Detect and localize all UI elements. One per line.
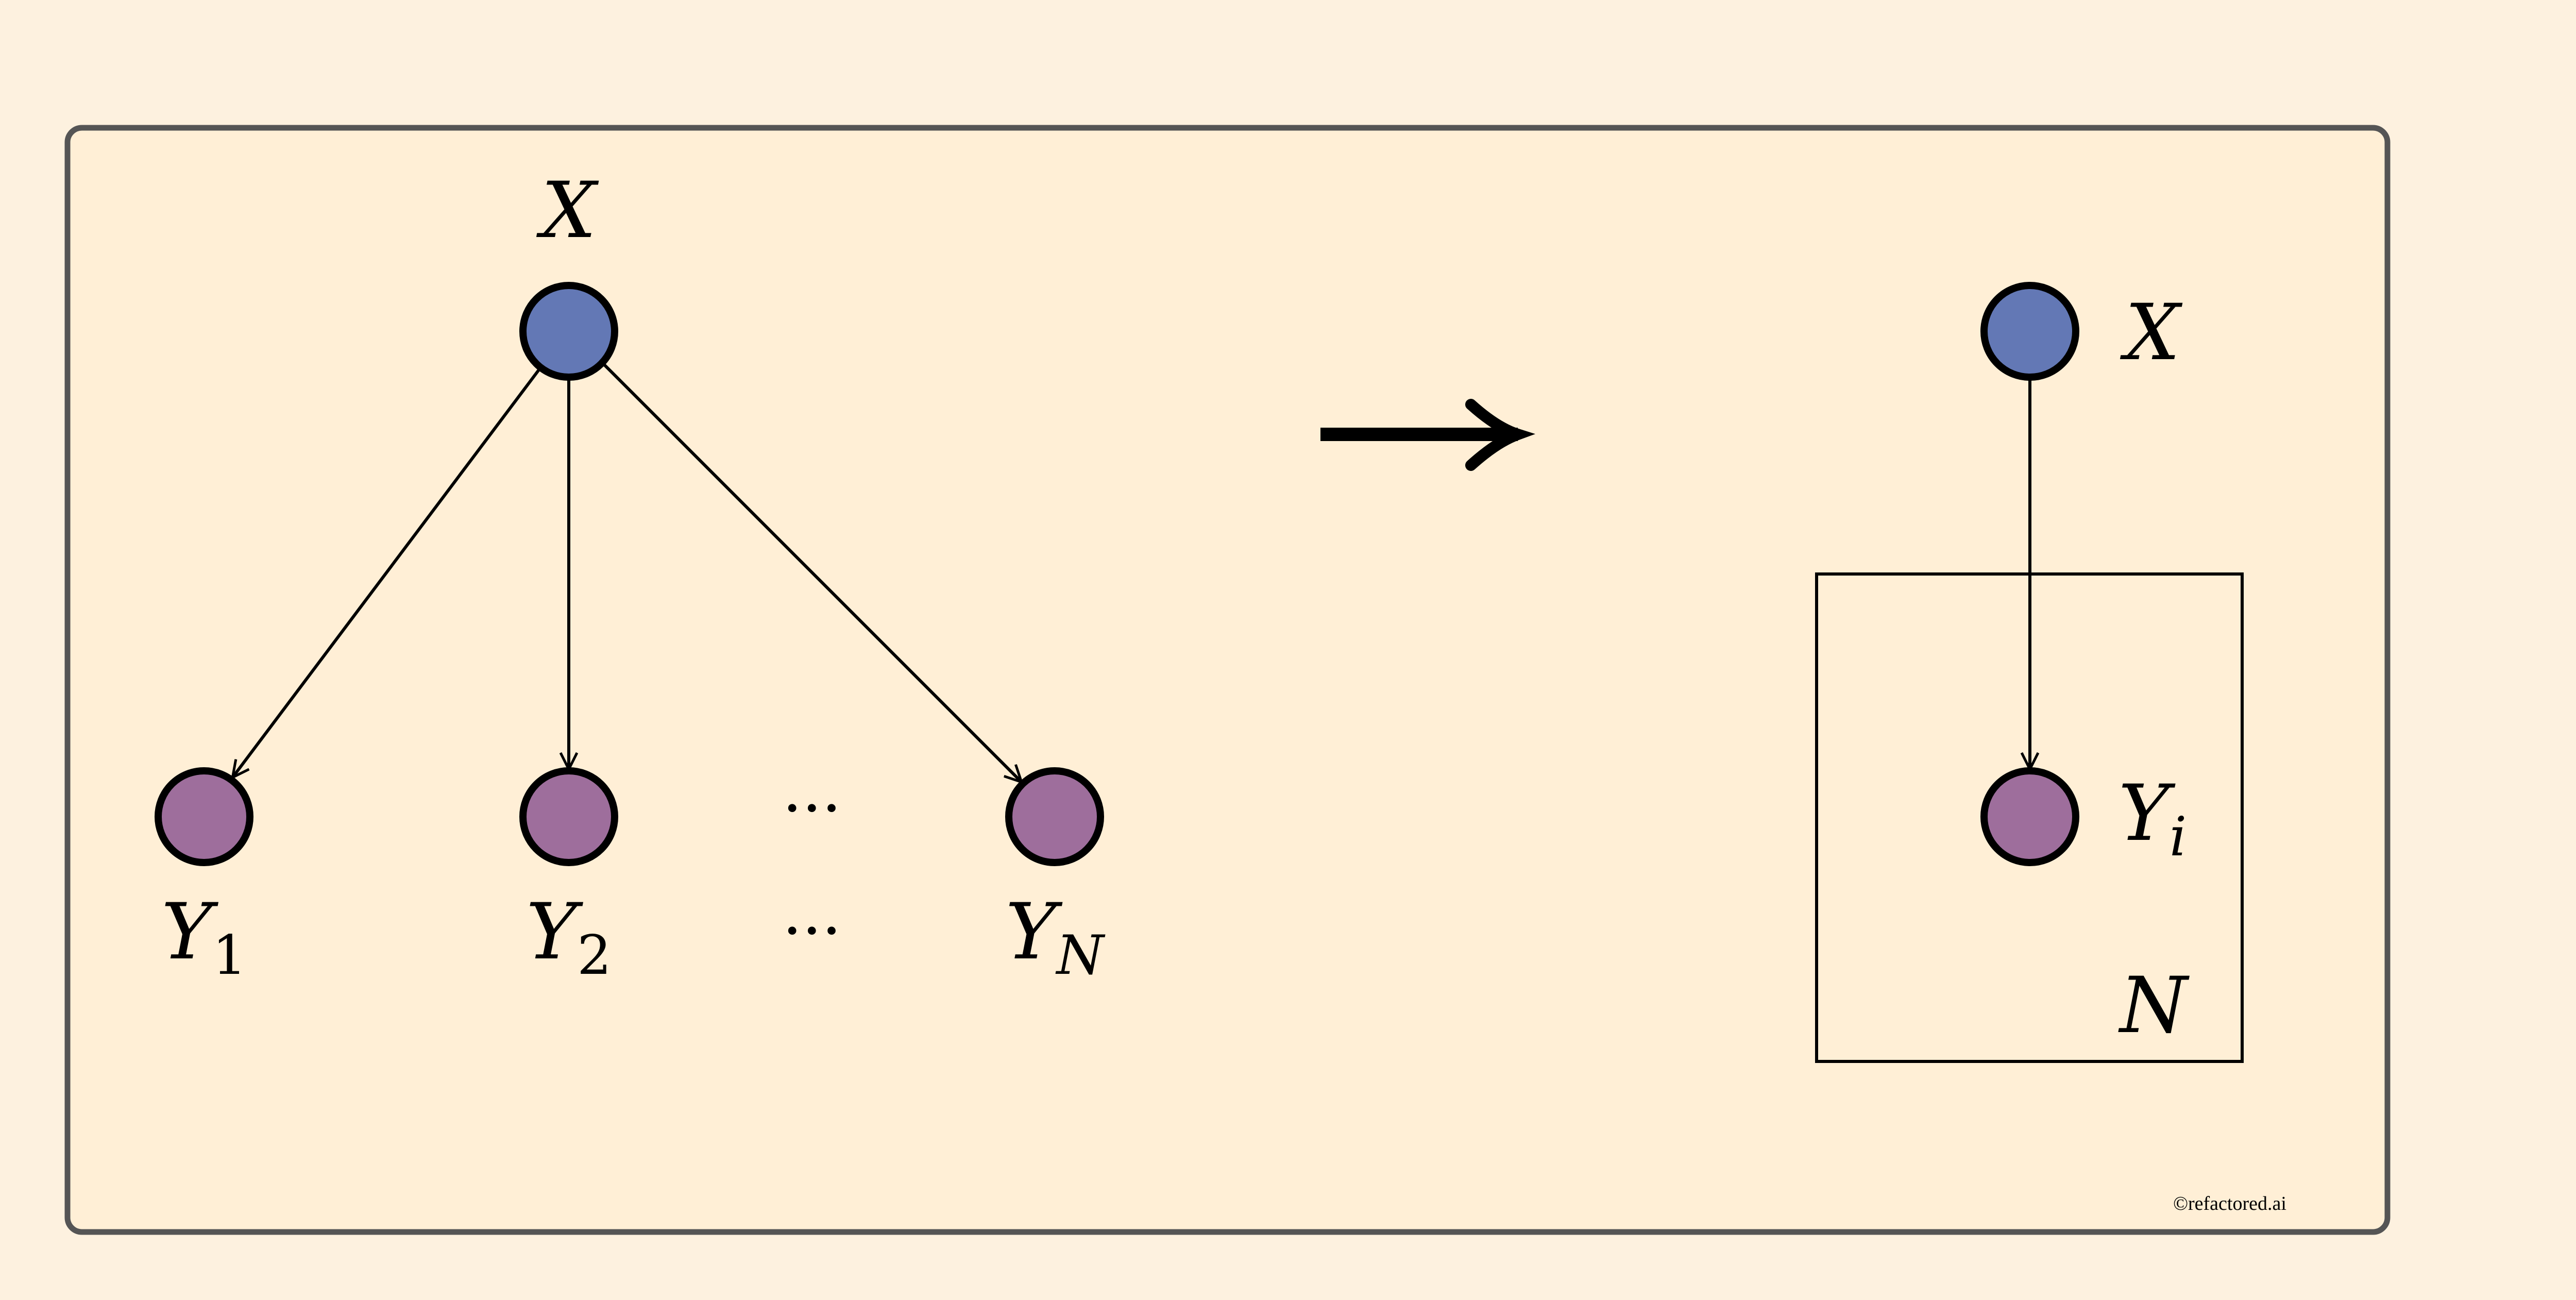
edge-x-to-y1 <box>233 367 541 777</box>
node-y2 <box>519 767 618 866</box>
label-yi: Yi <box>2119 769 2187 868</box>
node-y1 <box>155 767 253 866</box>
credit-text: ©refactored.ai <box>2173 1193 2286 1214</box>
plate-label: N <box>2118 961 2190 1051</box>
diagram-panel <box>64 125 2391 1235</box>
label-yn: YN <box>1006 887 1106 987</box>
node-yi <box>1980 767 2079 866</box>
label-x-left: X <box>536 166 599 256</box>
ellipsis-labels: ··· <box>783 896 841 967</box>
label-y1: Y1 <box>161 887 247 987</box>
node-x-right <box>1980 282 2079 381</box>
label-x-right: X <box>2120 288 2183 378</box>
left-graph-edges <box>233 360 1021 782</box>
node-x-left <box>519 282 618 381</box>
node-yn <box>1005 767 1104 866</box>
edge-x-to-yn <box>599 360 1021 782</box>
ellipsis-nodes: ··· <box>783 773 841 845</box>
transform-arrow-head <box>1465 399 1536 471</box>
label-y2: Y2 <box>526 887 612 987</box>
